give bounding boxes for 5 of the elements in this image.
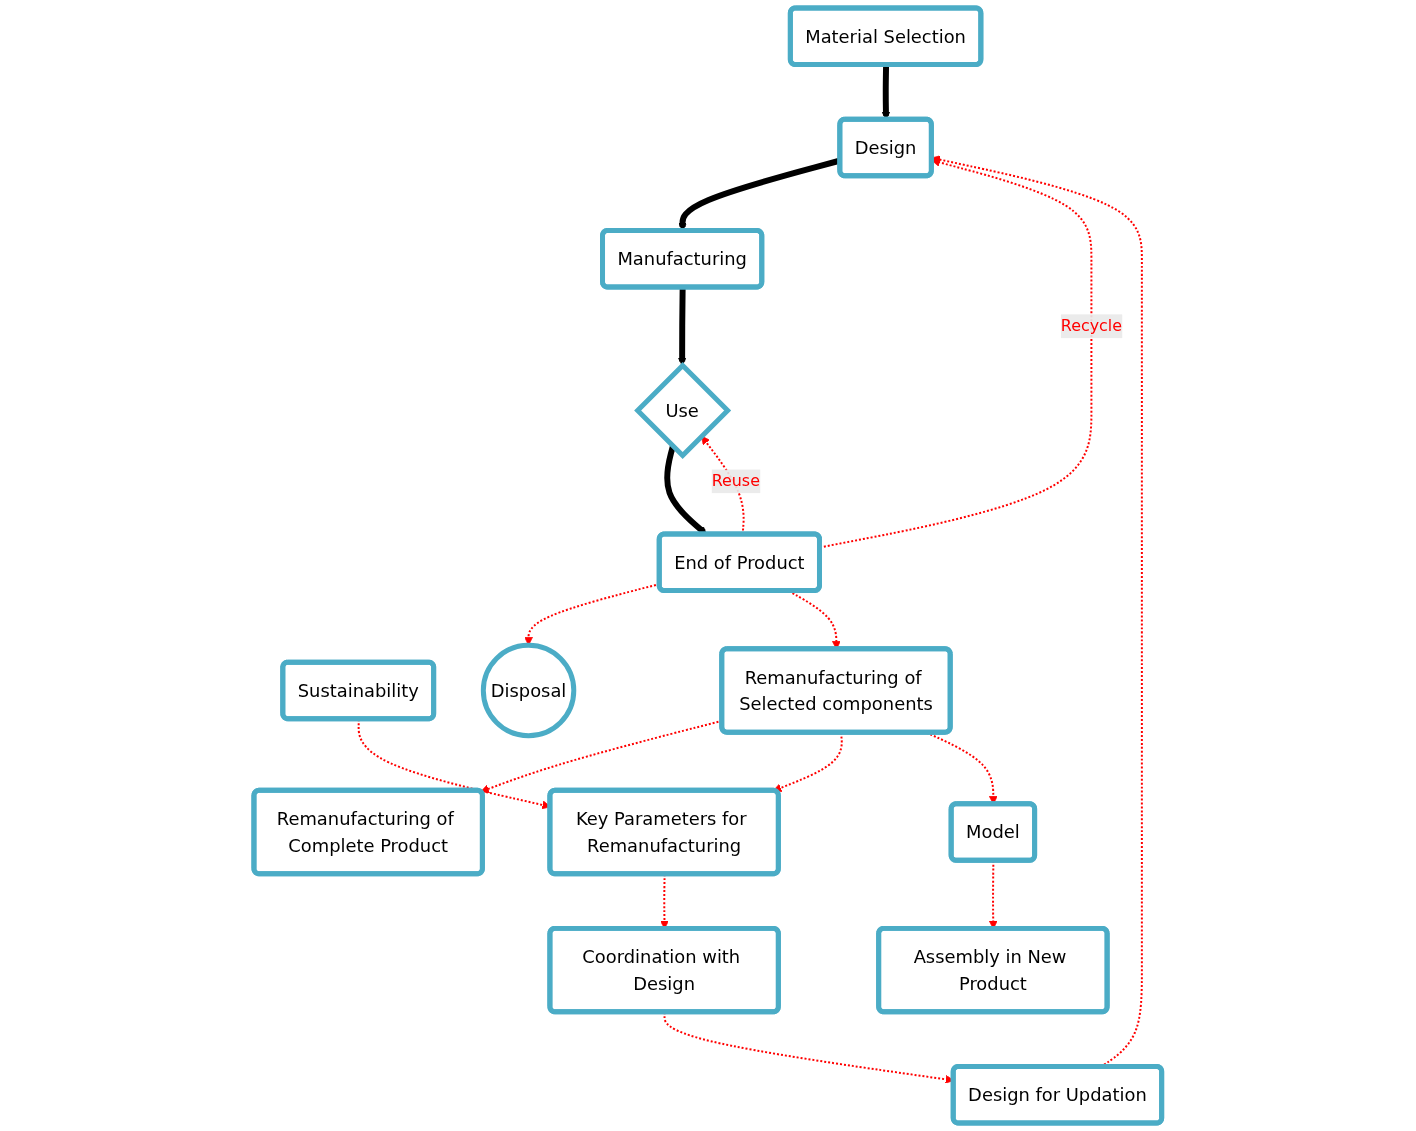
- edge-label: Reuse: [711, 471, 761, 491]
- arrow: [678, 287, 687, 366]
- edge-label: Recycle: [1061, 316, 1123, 336]
- node-diamond: Use: [634, 362, 732, 460]
- node-circle: Disposal: [481, 642, 577, 739]
